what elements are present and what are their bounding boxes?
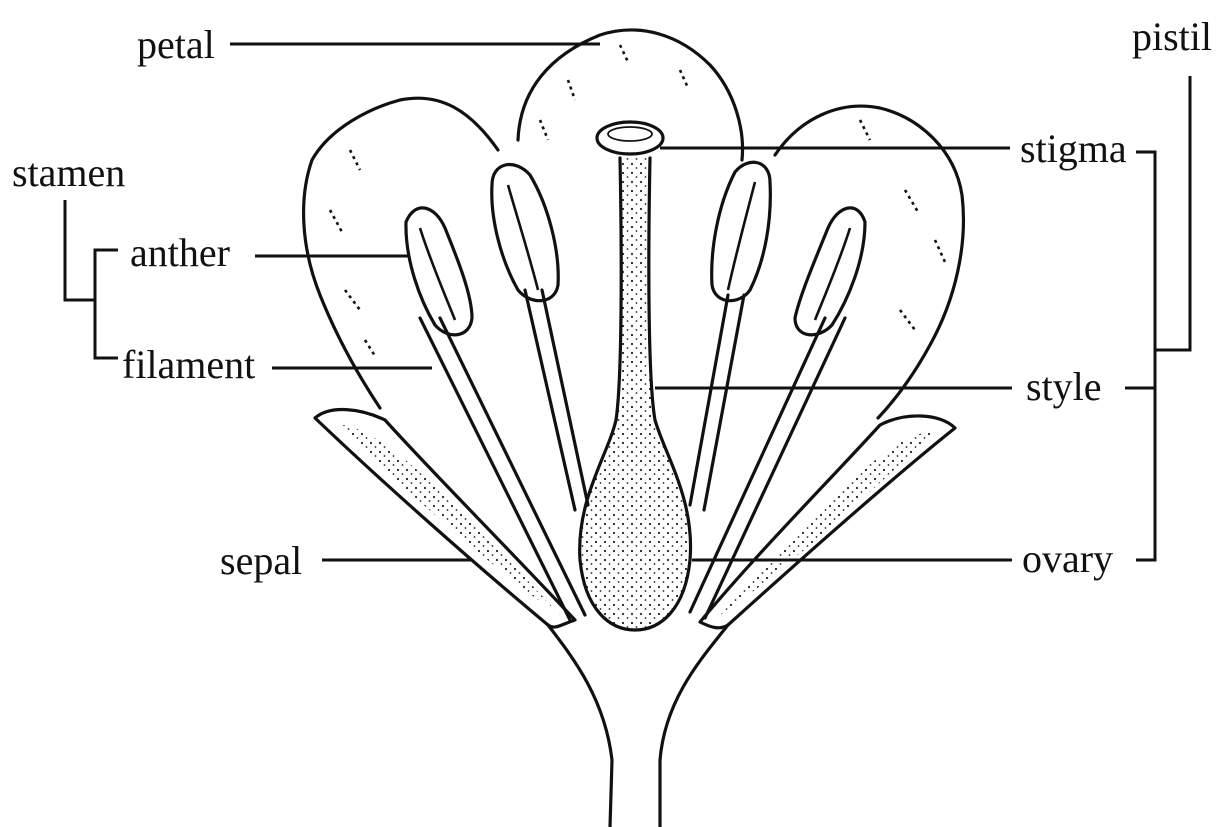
sepal-left	[315, 410, 575, 628]
label-style: style	[1026, 364, 1102, 409]
sepal-right	[700, 416, 955, 628]
label-stamen: stamen	[12, 150, 125, 195]
label-sepal: sepal	[220, 538, 302, 583]
label-stigma: stigma	[1020, 126, 1127, 171]
filament-left-inner	[525, 290, 588, 510]
filament-left-outer	[420, 318, 585, 620]
label-petal: petal	[137, 22, 215, 67]
anther-left-inner	[492, 165, 558, 301]
petal-left	[304, 98, 498, 408]
pistil	[580, 122, 691, 630]
filament-right-inner	[690, 295, 744, 510]
anther-right-inner	[712, 162, 771, 300]
stem	[548, 625, 728, 827]
label-filament: filament	[122, 342, 255, 387]
anther-left-outer	[406, 208, 472, 335]
label-ovary: ovary	[1022, 536, 1113, 581]
label-anther: anther	[130, 230, 230, 275]
anther-right-outer	[795, 208, 865, 335]
label-pistil: pistil	[1132, 14, 1212, 59]
petal-right	[775, 106, 963, 418]
